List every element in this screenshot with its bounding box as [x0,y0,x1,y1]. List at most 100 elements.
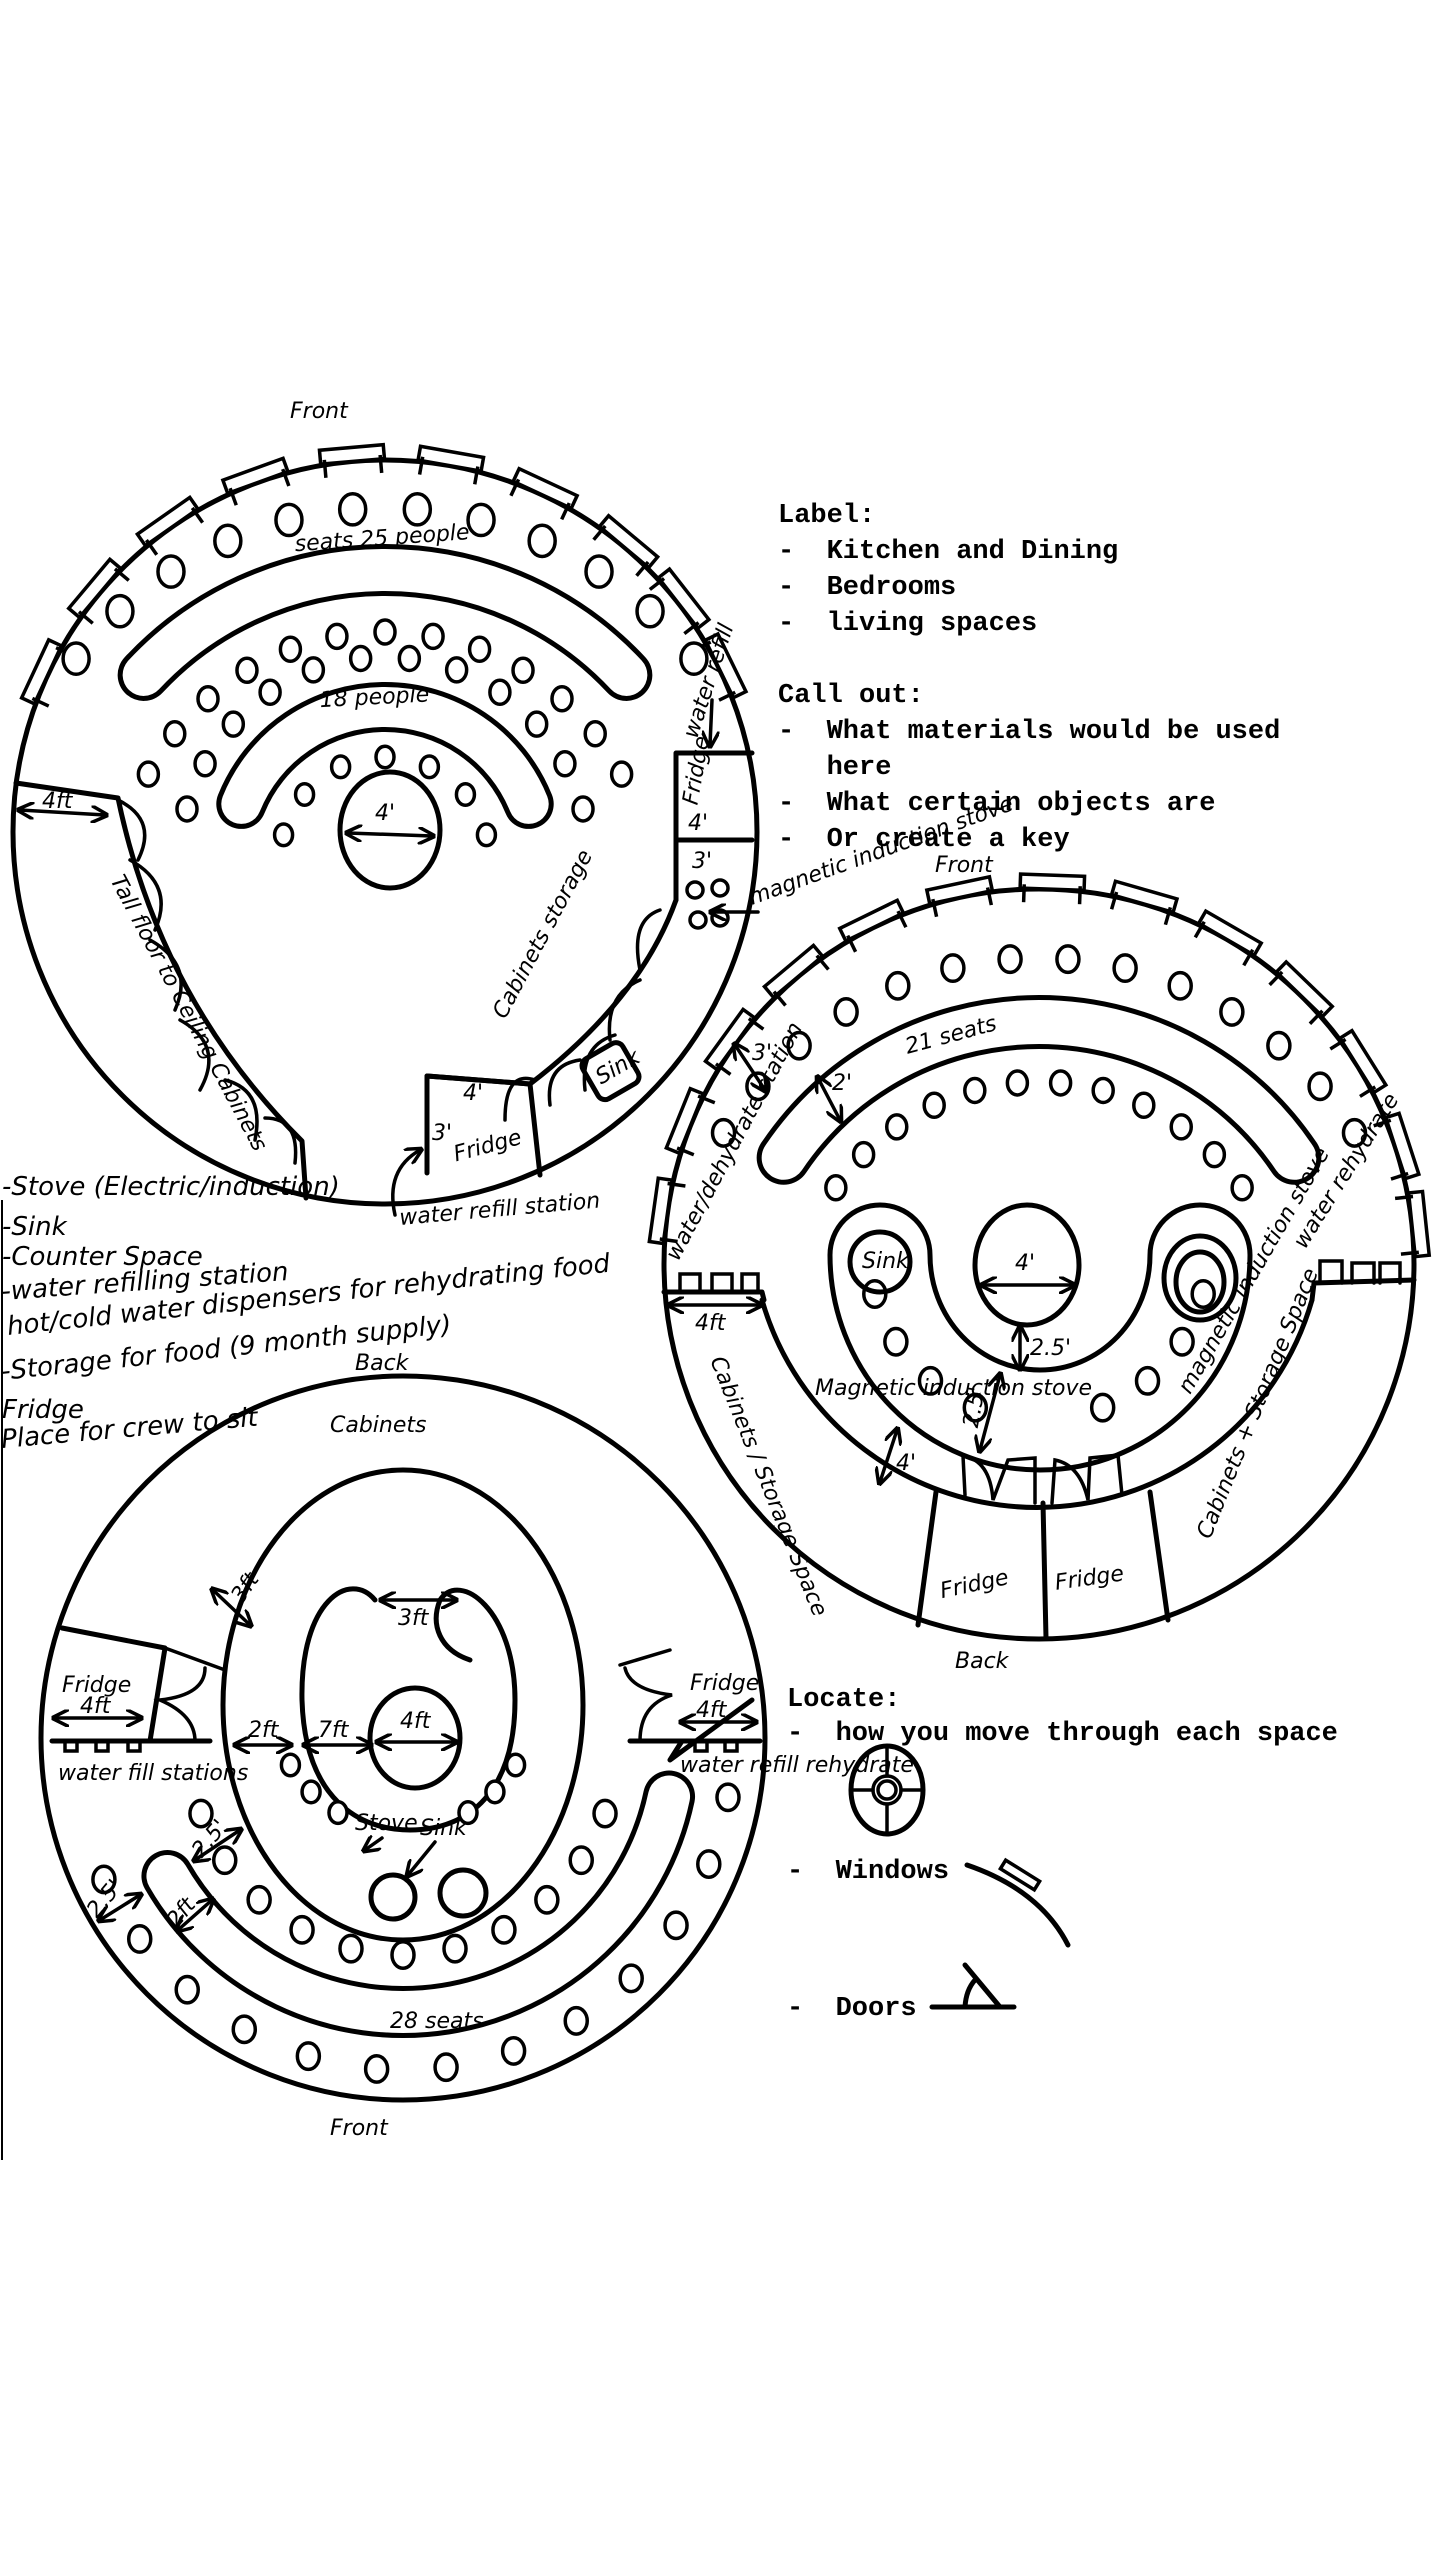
plan2-dim-4: 4' [896,1451,916,1476]
seat-icon [467,635,492,663]
seat-icon [1167,970,1193,1001]
plan1-table-dim-arrow [348,833,432,836]
seat-icon [258,678,282,706]
seat-icon [553,750,577,778]
seat-icon [824,1174,848,1202]
plan3-sink-arrow [408,1840,437,1875]
seat-icon [715,1782,741,1813]
window-icon [1373,1111,1422,1181]
note-item: Fridge [2,1395,84,1425]
plan1-bottom-fridge-box [424,1073,543,1178]
seat-icon [397,644,422,673]
plan2-cabinets-left-label: Cabinets / Storage Space [704,1353,831,1620]
window-icon [647,1176,686,1246]
plan1-left-dim: 4ft [42,789,74,814]
seat-icon [433,2052,459,2083]
window-icon [1394,1189,1432,1259]
plan1-bottom-fridge-dim1: 4' [463,1081,483,1106]
seat-icon [235,656,259,685]
window-icon [648,566,712,636]
plan3-dim-c-arrow [195,1830,240,1860]
seat-icon [174,1974,200,2005]
note-item: -Sink [2,1212,68,1242]
seat-icon [289,1914,315,1945]
seat-icon [418,754,441,780]
plan2-inner-ring-wall [759,1297,1315,1510]
door-swing-icon [961,1453,1124,1505]
seat-icon [373,618,397,646]
plan3-sink-1 [368,1872,418,1922]
plan2-windows [647,872,1432,1259]
seat-icon [563,2005,589,2036]
plan3-seats [91,1752,741,2084]
window-icon [509,466,580,521]
seat-icon [524,710,549,738]
seat-icon [571,795,595,823]
seat-icon [454,781,477,808]
plan1-cabinets-storage-label: Cabinets storage [488,846,598,1023]
seat-icon [348,644,373,673]
seat-icon [212,1845,238,1876]
label-item: - Bedrooms [778,573,956,603]
seat-icon [444,656,469,684]
seat-icon [1005,1069,1030,1097]
plan1-bottom-fridge-label: Fridge [451,1125,524,1167]
seat-icon [583,720,607,748]
seat-icon [710,1117,737,1148]
plan3-outer-wall [38,1373,768,2103]
seat-icon [231,2014,258,2045]
seat-icon [274,502,304,538]
seat-icon [635,593,665,629]
seat-icon [1202,1140,1227,1169]
window-icon [220,456,291,506]
window-icon [66,556,130,625]
plan2-right-sink-inner [1173,1249,1227,1315]
seat-icon [421,622,445,651]
movement-key-icon [848,1743,926,1837]
plan1-water-refill-station-label: water refill station [398,1189,601,1231]
callout-heading: Call out: [778,681,924,711]
seat-icon [1112,953,1138,984]
seat-icon [618,1963,644,1994]
window-icon [1329,1028,1389,1098]
label-heading: Label: [778,501,875,531]
seat-icon [609,760,634,788]
seat-icon [484,1779,506,1805]
plan2-table-dim: 4' [1015,1251,1035,1276]
burner-icon [685,880,705,900]
seat-icon [491,1914,517,1945]
bench-counter [216,682,554,829]
callout-item: - What certain objects are [778,789,1215,819]
plan2-stove-left-label: Magnetic induction stove [815,1376,1092,1401]
window-icon [1018,872,1087,905]
seat-icon [1091,1076,1115,1105]
plan1-left-cabinet-wall [13,780,309,1201]
seat-icon [293,781,316,808]
seat-icon [568,1845,594,1876]
seat-icon [466,502,496,538]
plan3-back-label: Back [355,1351,410,1376]
seat-icon [885,1113,909,1141]
seat-icon [1230,1174,1254,1202]
seat-icon [390,1940,416,1970]
callout-item: here [778,753,891,783]
note-item: -Counter Space [2,1242,203,1272]
seat-icon [883,1326,909,1357]
seat-icon [196,685,220,713]
seat-icon [295,2041,322,2072]
seat-icon [1219,996,1245,1027]
seat-icon [156,554,186,589]
plan1-water-refill-arrow [710,698,712,745]
plan1-sink [579,1040,642,1103]
seat-icon [500,2035,527,2066]
plan3-left-fridge-label: Fridge [62,1673,131,1698]
plan3-dim-e-arrow [178,1900,212,1930]
seat-icon [1134,1365,1161,1396]
locate-legend: Locate: - how you move through each spac… [787,1685,1338,2024]
plan2-right-sink [1161,1233,1239,1323]
plan1-bottom-fridge-dim2: 3' [432,1121,452,1146]
seat-icon [279,1752,302,1778]
locate-heading: Locate: [787,1685,900,1715]
seat-icon [301,656,326,684]
seat-icon [1190,1279,1216,1309]
